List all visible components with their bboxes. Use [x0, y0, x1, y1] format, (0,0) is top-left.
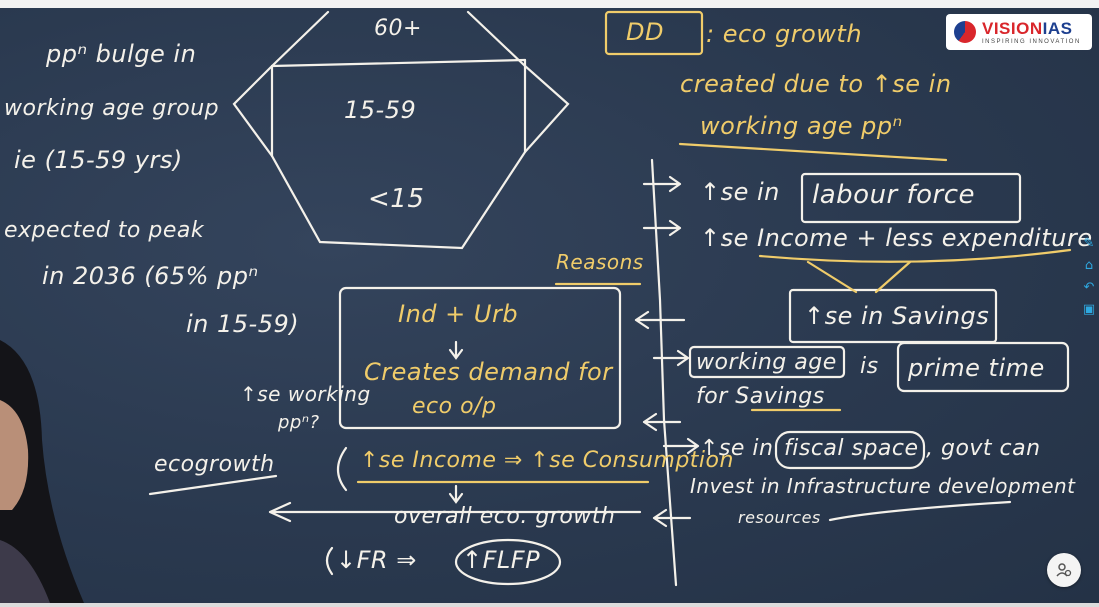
ind-box-frame: [338, 286, 622, 430]
pen-icon[interactable]: ✎: [1083, 236, 1095, 251]
undo-icon[interactable]: ↶: [1083, 280, 1095, 295]
invest-line: Invest in Infrastructure development: [690, 474, 1076, 498]
pyramid-outline: [232, 10, 570, 250]
definition-line-1: : eco growth: [706, 20, 863, 48]
is-word: is: [860, 354, 879, 379]
prime-time-box: prime time: [908, 354, 1045, 382]
screen-icon[interactable]: ▣: [1082, 302, 1096, 317]
resources-word: resources: [738, 508, 821, 527]
logo-tagline: INSPIRING INNOVATION: [982, 38, 1081, 45]
fiscal-point: ↑se in: [700, 436, 774, 461]
note-line-4: expected to peak: [4, 218, 205, 243]
visionias-logo: VISIONIAS INSPIRING INNOVATION: [946, 14, 1092, 50]
income-chain-line: ↑se Income ⇒ ↑se Consumption: [360, 448, 734, 473]
top-edge-bar: [0, 0, 1099, 8]
ecogrowth-label: ecogrowth: [154, 452, 275, 477]
govt-text: , govt can: [926, 436, 1041, 461]
logo-icon: [954, 21, 976, 43]
dd-label: DD: [626, 18, 664, 46]
ind-box-line-1: Ind + Urb: [398, 300, 519, 328]
dd-box-frame: [604, 10, 704, 56]
ind-box-line-2: Creates demand for: [364, 358, 613, 386]
note-line-2: working age group: [4, 96, 220, 121]
savings-box: ↑se in Savings: [804, 302, 990, 330]
flfp-label: ↑FLFP: [462, 546, 541, 574]
reasons-label: Reasons: [556, 250, 644, 274]
pyramid-top-label: 60+: [374, 16, 422, 41]
pyramid-top-line: [270, 58, 527, 68]
labour-force-box: labour force: [812, 180, 976, 210]
side-label-line-2: ppⁿ?: [278, 412, 320, 433]
note-line-5: in 2036 (65% ppⁿ: [42, 262, 259, 290]
income-point: ↑se Income + less expenditure: [700, 224, 1093, 252]
fr-line: ↓FR ⇒: [336, 546, 417, 574]
labour-point: ↑se in: [700, 178, 780, 206]
note-line-6: in 15-59): [186, 310, 300, 338]
bottom-edge-bar: [0, 603, 1099, 607]
ind-box-line-3: eco o/p: [412, 394, 497, 419]
definition-line-3: working age ppⁿ: [700, 112, 903, 140]
pyramid-bottom-label: <15: [368, 184, 425, 214]
presenter: [0, 340, 84, 603]
profile-button[interactable]: [1047, 553, 1081, 587]
logo-brand: VISIONIAS: [982, 18, 1073, 38]
home-icon[interactable]: ⌂: [1084, 258, 1094, 273]
side-label-line-1: ↑se working: [240, 382, 371, 406]
working-age-box: working age: [696, 350, 837, 375]
fiscal-space-box: fiscal space: [784, 436, 919, 461]
for-savings: for Savings: [696, 384, 825, 409]
people-icon: [1056, 563, 1072, 577]
note-line-1: ppⁿ bulge in: [46, 40, 197, 68]
overall-growth-line: overall eco. growth: [394, 504, 616, 529]
timeline-line: [650, 158, 678, 587]
definition-line-2: created due to ↑se in: [680, 70, 952, 98]
pyramid-middle-label: 15-59: [344, 96, 417, 124]
side-toolbar: ✎ ⌂ ↶ ▣: [1079, 236, 1099, 318]
note-line-3: ie (15-59 yrs): [14, 146, 183, 174]
